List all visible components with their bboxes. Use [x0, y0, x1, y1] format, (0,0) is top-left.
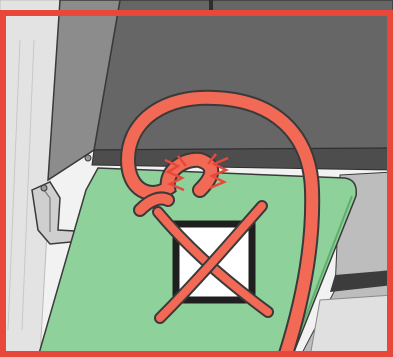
top-cover-panel — [48, 0, 393, 180]
prohibited-x-icon — [158, 206, 268, 318]
